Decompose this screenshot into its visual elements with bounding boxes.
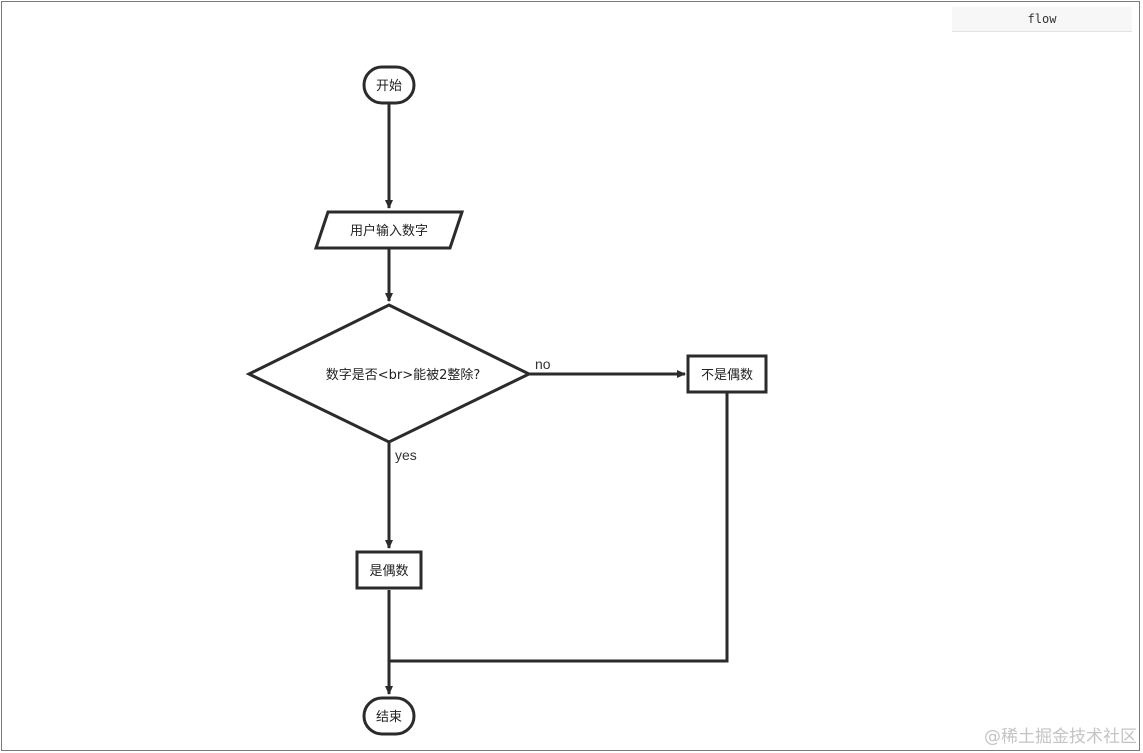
node-input: 用户输入数字 [313,210,465,250]
node-end: 结束 [362,696,416,736]
node-even: 是偶数 [355,550,423,590]
node-decision: 数字是否<br>能被2整除? [245,303,533,444]
node-start-label: 开始 [376,79,402,94]
code-language-label: flow [952,7,1132,32]
edge-not-even-to-end [389,393,729,663]
edges [385,104,729,695]
node-not-even-label: 不是偶数 [701,368,753,383]
edge-label-yes: yes [395,447,417,463]
node-start: 开始 [362,65,416,105]
node-input-label: 用户输入数字 [350,223,428,239]
watermark-text: @稀土掘金技术社区 [984,727,1137,747]
edge-label-no: no [535,356,551,372]
node-decision-label: 数字是否<br>能被2整除? [326,368,481,383]
node-not-even: 不是偶数 [686,354,768,394]
node-even-label: 是偶数 [369,564,408,579]
node-end-label: 结束 [376,710,402,725]
